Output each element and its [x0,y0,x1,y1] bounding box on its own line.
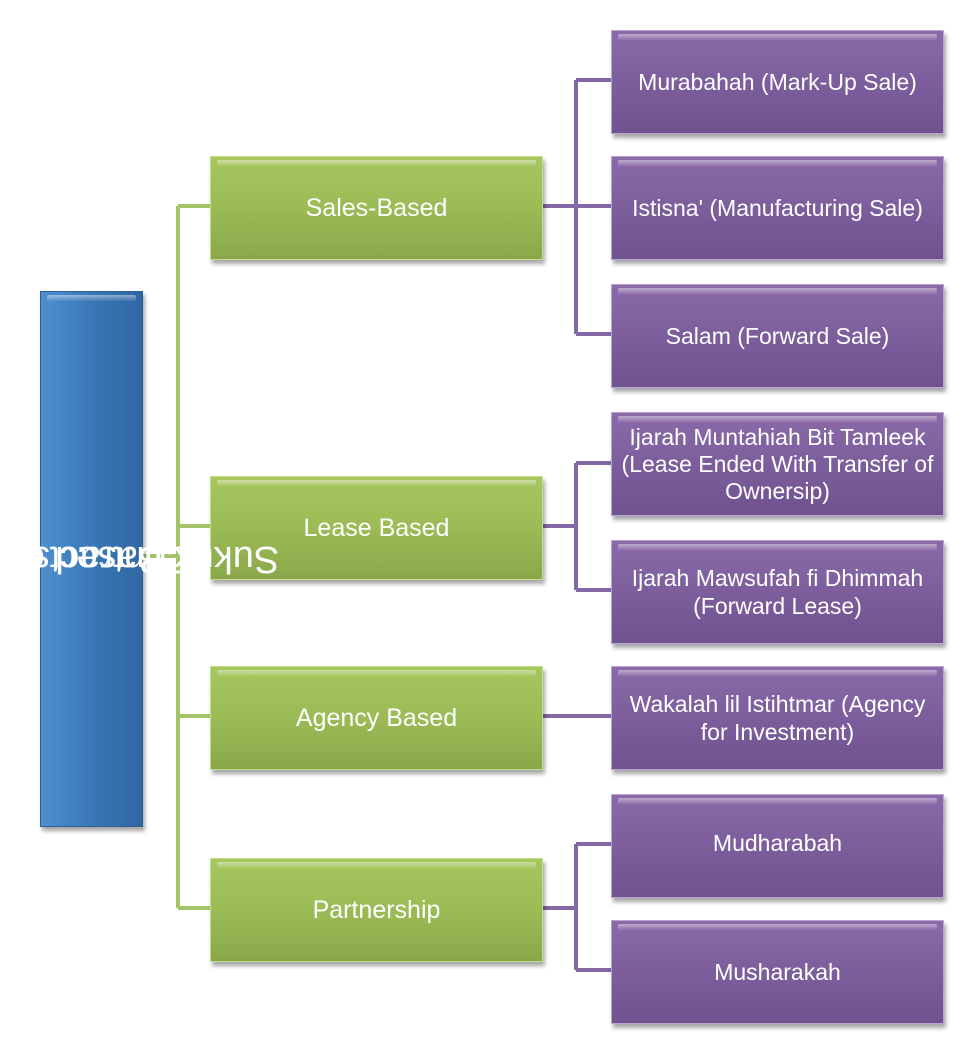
leaf-ijarah-mawsufah: Ijarah Mawsufah fi Dhimmah (Forward Leas… [611,540,944,644]
leaf-wakalah: Wakalah lil Istihtmar (Agency for Invest… [611,666,944,770]
root-label: Sukuk Based on Shariah Contracts [0,538,280,580]
category-partnership: Partnership [210,858,543,962]
leaf-murabahah: Murabahah (Mark-Up Sale) [611,30,944,134]
category-agency-based: Agency Based [210,666,543,770]
leaf-mudharabah: Mudharabah [611,794,944,898]
category-connectors [543,78,611,972]
category-sales-based: Sales-Based [210,156,543,260]
leaf-salam: Salam (Forward Sale) [611,284,944,388]
leaf-musharakah: Musharakah [611,920,944,1024]
root-node: Sukuk Based on Shariah Contracts [0,291,280,827]
category-lease-based: Lease Based [210,476,543,580]
root-connectors [143,204,210,910]
leaf-istisna: Istisna' (Manufacturing Sale) [611,156,944,260]
leaf-ijarah-muntahiah: Ijarah Muntahiah Bit Tamleek (Lease Ende… [611,412,944,516]
